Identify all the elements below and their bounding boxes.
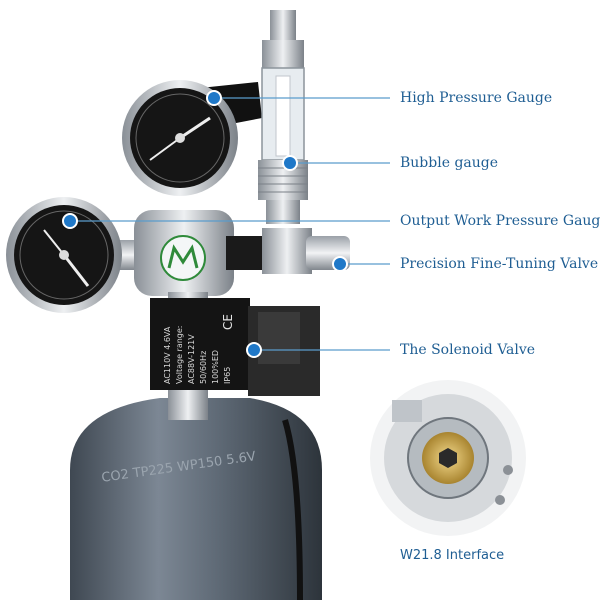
svg-text:AC88V-121V: AC88V-121V <box>187 334 196 384</box>
callout-dots <box>62 90 348 358</box>
callout-lines <box>70 97 390 351</box>
svg-text:IP65: IP65 <box>223 367 232 384</box>
svg-text:100%ED: 100%ED <box>211 350 220 384</box>
co2-cylinder: CO2 TP225 WP150 5.6V <box>70 398 322 600</box>
label-output-pressure-gauge: Output Work Pressure Gauge <box>400 213 600 229</box>
svg-text:50/60Hz: 50/60Hz <box>199 351 208 384</box>
label-solenoid-valve: The Solenoid Valve <box>400 342 536 358</box>
interface-inset <box>370 380 526 536</box>
regulator-body <box>120 210 350 306</box>
label-fine-tuning-valve: Precision Fine-Tuning Valve <box>400 256 599 272</box>
solenoid-valve: AC110V 4.6VA Voltage range: AC88V-121V 5… <box>150 298 320 396</box>
output-pressure-gauge <box>6 197 122 313</box>
svg-text:AC110V 4.6VA: AC110V 4.6VA <box>163 326 172 384</box>
label-bubble-gauge: Bubble gauge <box>400 155 499 171</box>
label-interface: W21.8 Interface <box>400 548 505 563</box>
svg-text:Voltage range:: Voltage range: <box>175 325 184 384</box>
ce-mark-icon: CE <box>221 314 235 330</box>
bubble-counter <box>258 10 308 224</box>
label-high-pressure-gauge: High Pressure Gauge <box>400 90 553 106</box>
high-pressure-gauge <box>122 80 262 196</box>
solenoid-cable <box>282 419 303 600</box>
logo-m-icon <box>160 235 206 281</box>
